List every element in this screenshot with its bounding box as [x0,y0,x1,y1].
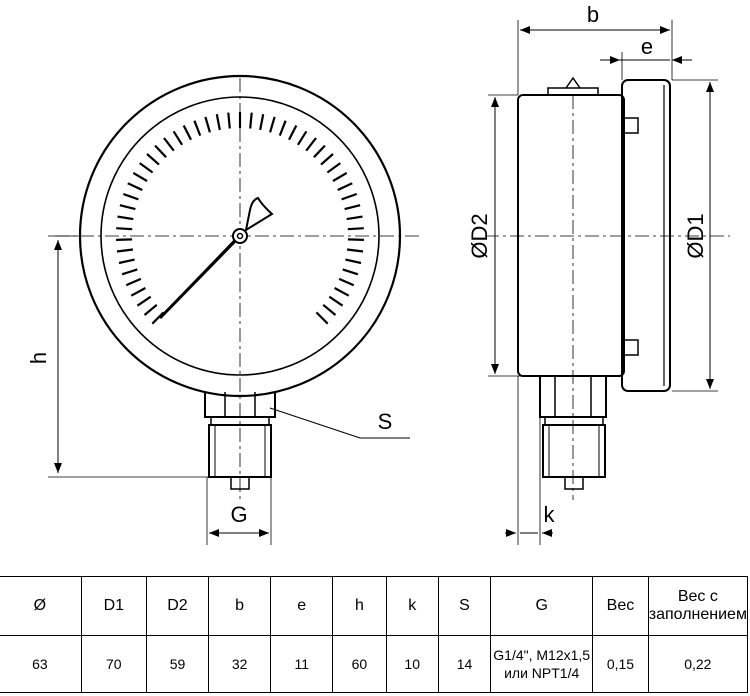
header-k: k [385,576,439,636]
case-body [517,94,625,377]
value-k: 10 [385,635,439,693]
scale-tick [204,116,211,133]
scale-tick [315,311,329,325]
scale-tick [337,182,353,191]
scale-tick [118,258,135,265]
header-d1: D1 [80,576,147,636]
scale-tick [132,171,148,182]
dial-scale-ticks [116,112,364,325]
scale-tick [146,153,160,166]
scale-tick [334,287,350,297]
s-label: S [378,409,393,434]
scale-tick [116,227,133,231]
scale-tick [345,258,362,265]
scale-tick [163,137,175,152]
header-g: G [490,576,594,636]
scale-tick [259,113,265,131]
header-diameter: Ø [0,576,82,636]
b-label: b [587,2,599,27]
scale-tick [296,130,308,146]
value-weight-filled: 0,22 [647,635,749,693]
inner-bezel [100,96,380,376]
scale-tick [322,303,337,316]
pointer-needle [158,196,274,320]
scale-tick [121,268,138,276]
d1-label: ØD1 [683,213,708,258]
scale-tick [326,162,341,174]
scale-tick [117,215,134,221]
scale-tick [125,277,142,287]
scale-tick [215,113,221,131]
scale-tick [347,227,364,231]
scale-tick [130,287,146,297]
scale-tick [346,248,364,253]
k-label: k [544,502,556,527]
scale-tick [116,238,133,241]
header-weight-filled: Вес с заполнением [647,576,749,636]
scale-tick [288,124,298,141]
header-b: b [208,576,272,636]
g-label: G [230,502,247,527]
scale-tick [313,144,326,159]
scale-tick [347,238,364,241]
value-g: G1/4", M12x1,5 или NPT1/4 [490,635,594,693]
d2-label: ØD2 [467,213,492,258]
h-label: h [26,352,51,364]
header-s: S [437,576,492,636]
scale-tick [122,192,139,201]
scale-tick [305,137,317,152]
value-d2: 59 [145,635,210,693]
scale-tick [342,268,359,276]
scale-tick [341,192,358,201]
scale-tick [332,171,348,182]
s-leader-line [269,407,361,439]
table-row: 63 70 59 32 11 60 10 14 G1/4", M12x1,5 и… [0,635,749,693]
scale-tick [344,204,361,211]
gauge-technical-drawing: h G S b e ØD2 ØD1 k [26,2,730,545]
value-d1: 70 [80,635,147,693]
scale-tick [278,120,287,136]
value-diameter: 63 [0,635,82,693]
header-d2: D2 [145,576,210,636]
value-b: 32 [208,635,272,693]
side-view [485,20,730,545]
scale-tick [346,215,363,221]
header-weight: Вес [592,576,649,636]
scale-tick [172,130,184,146]
scale-tick [227,112,231,129]
scale-tick [182,124,192,141]
scale-tick [139,162,154,174]
scale-tick [136,295,152,307]
scale-tick [338,277,355,287]
front-view [48,74,420,545]
value-s: 14 [437,635,492,693]
scale-tick [116,248,134,253]
side-connector [539,376,607,490]
value-weight: 0,15 [592,635,649,693]
scale-tick [143,303,158,316]
header-e: e [270,576,334,636]
scale-tick [320,153,334,166]
scale-tick [328,295,344,307]
scale-tick [249,112,253,129]
scale-tick [154,144,167,159]
scale-tick [269,116,276,133]
value-h: 60 [332,635,387,693]
specifications-table: Ø D1 D2 b e h k S G Вес Вес с заполнение… [0,576,749,693]
value-e: 11 [270,635,334,693]
scale-tick [127,182,143,191]
header-h: h [332,576,387,636]
e-label: e [641,34,653,59]
scale-tick [119,204,136,211]
front-connector [204,392,276,490]
side-bezel [621,79,671,392]
scale-tick [193,120,202,136]
table-header-row: Ø D1 D2 b e h k S G Вес Вес с заполнение… [0,576,749,636]
